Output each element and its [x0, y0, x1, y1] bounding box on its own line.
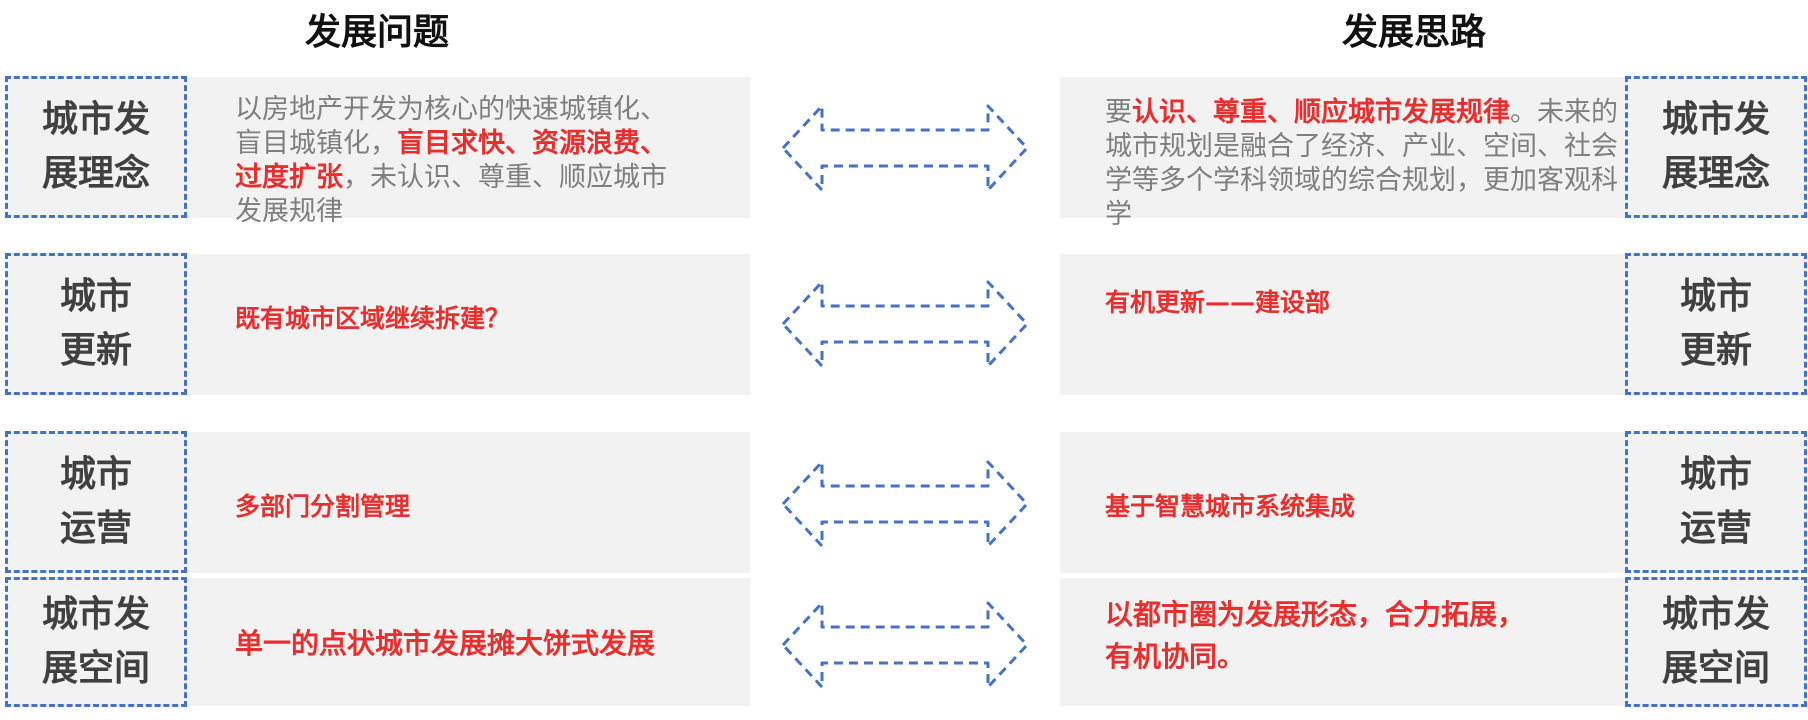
problem-text-row1: 以房地产开发为核心的快速城镇化、盲目城镇化，盲目求快、资源浪费、过度扩张，未认识… — [235, 93, 690, 229]
left-label-row2-line2: 更新 — [59, 330, 132, 371]
idea-panel-row3 — [1060, 432, 1625, 573]
right-label-row4-line2: 展空间 — [1661, 648, 1770, 689]
left-label-row4: 城市发 展空间 — [5, 577, 187, 707]
right-label-row4-line1: 城市发 — [1661, 594, 1770, 635]
problem-panel-row2 — [185, 254, 750, 395]
problem-text-row2: 既有城市区域继续拆建？ — [235, 304, 511, 333]
idea-text-row1-part3: 。未来的城市规划是融合了经济、产业、空间、社会学等多个学科领域的综合规划，更加客… — [1105, 97, 1618, 230]
left-label-row3-line1: 城市 — [59, 454, 132, 495]
idea-text-row1-highlight: 认识、尊重、顺应城市发展规律 — [1132, 97, 1510, 128]
right-label-row1-line2: 展理念 — [1661, 153, 1770, 194]
problem-text-row1-highlight: 盲目求快、资源浪费、过度扩张 — [235, 128, 667, 193]
left-label-row2-line1: 城市 — [59, 276, 132, 317]
double-arrow-icon-row3 — [781, 460, 1029, 548]
idea-panel-row4 — [1060, 578, 1625, 706]
right-label-row2-line1: 城市 — [1679, 276, 1752, 317]
right-label-row3: 城市 运营 — [1625, 431, 1807, 573]
right-label-row1: 城市发 展理念 — [1625, 76, 1807, 218]
right-label-row3-line1: 城市 — [1679, 454, 1752, 495]
left-label-row1-line2: 展理念 — [41, 153, 150, 194]
left-label-row2: 城市 更新 — [5, 253, 187, 395]
right-label-row4: 城市发 展空间 — [1625, 577, 1807, 707]
double-arrow-icon-row2 — [781, 280, 1029, 368]
idea-text-row3: 基于智慧城市系统集成 — [1105, 492, 1356, 521]
problem-text-row1-part3: ，未认识、尊重、顺应城市发展规律 — [235, 162, 667, 227]
right-label-row1-line1: 城市发 — [1661, 99, 1770, 140]
problem-panel-row3 — [185, 432, 750, 573]
right-label-row2-line2: 更新 — [1679, 330, 1752, 371]
double-arrow-icon-row4 — [781, 601, 1029, 689]
left-label-row1: 城市发 展理念 — [5, 76, 187, 218]
idea-text-row2: 有机更新——建设部 — [1105, 288, 1331, 317]
idea-panel-row1 — [1060, 77, 1625, 218]
right-label-row3-line2: 运营 — [1679, 508, 1752, 549]
problems-heading: 发展问题 — [305, 12, 450, 53]
left-label-row1-line1: 城市发 — [41, 99, 150, 140]
idea-text-row4: 以都市圈为发展形态，合力拓展， 有机协同。 — [1105, 594, 1525, 678]
problem-panel-row4 — [185, 578, 750, 706]
problem-text-row3: 多部门分割管理 — [235, 492, 411, 521]
left-label-row3: 城市 运营 — [5, 431, 187, 573]
double-arrow-icon-row1 — [781, 104, 1029, 192]
problem-text-row4: 单一的点状城市发展摊大饼式发展 — [235, 627, 656, 660]
right-label-row2: 城市 更新 — [1625, 253, 1807, 395]
left-label-row4-line1: 城市发 — [41, 594, 150, 635]
ideas-heading: 发展思路 — [1342, 12, 1487, 53]
problem-text-row1-part1: 以房地产开发为核心的快速城镇化、盲目城镇化， — [235, 94, 667, 159]
idea-text-row4-line2: 有机协同。 — [1105, 640, 1246, 673]
idea-text-row1: 要认识、尊重、顺应城市发展规律。未来的城市规划是融合了经济、产业、空间、社会学等… — [1105, 96, 1625, 232]
idea-panel-row2 — [1060, 254, 1625, 395]
left-label-row4-line2: 展空间 — [41, 648, 150, 689]
idea-text-row1-part1: 要 — [1105, 97, 1132, 128]
left-label-row3-line2: 运营 — [59, 508, 132, 549]
idea-text-row4-line1: 以都市圈为发展形态，合力拓展， — [1105, 598, 1526, 631]
problem-panel-row1 — [185, 77, 750, 218]
